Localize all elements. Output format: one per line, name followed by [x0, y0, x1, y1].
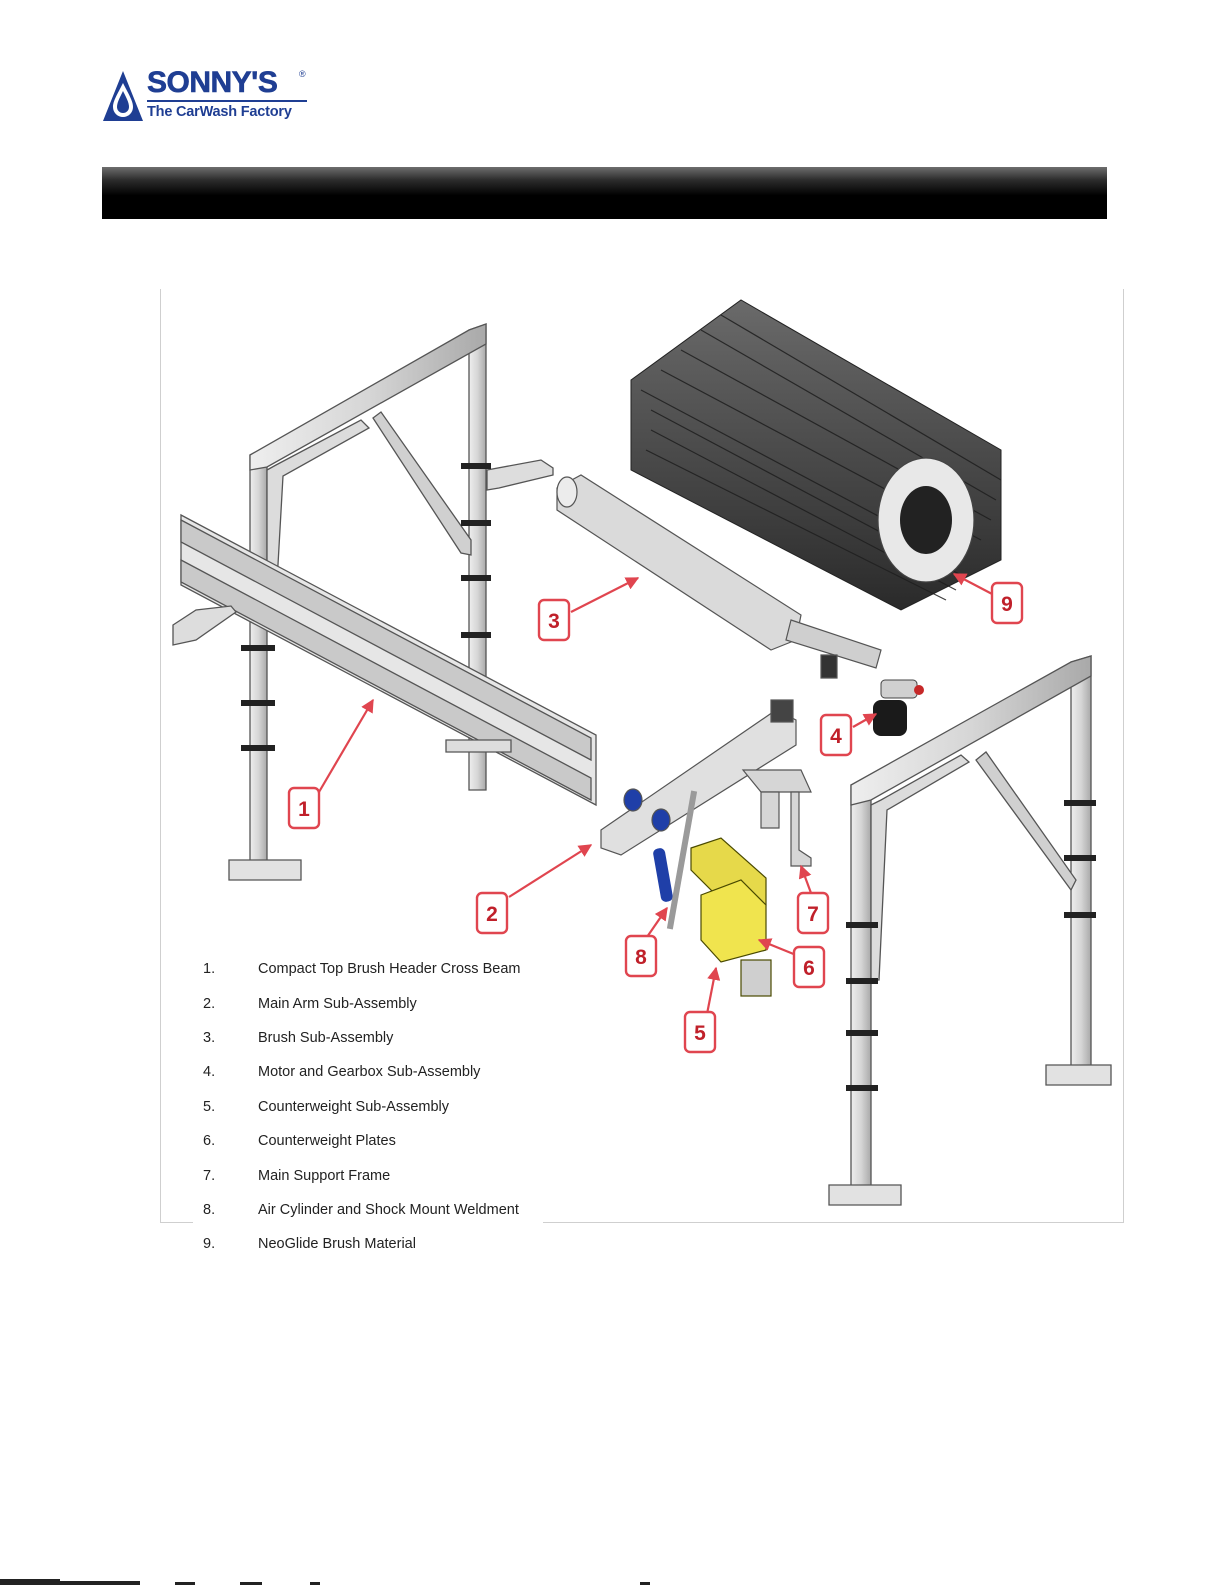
logo-rule [147, 100, 307, 102]
registered-mark: ® [299, 69, 306, 79]
legend-label: Compact Top Brush Header Cross Beam [258, 961, 521, 978]
right-support-frame [828, 655, 1112, 1206]
parts-legend: 1. Compact Top Brush Header Cross Beam 2… [193, 952, 543, 1262]
brush-core [556, 474, 882, 679]
callout-9: 9 [1001, 593, 1013, 616]
callout-6: 6 [803, 957, 815, 980]
legend-number: 1. [203, 961, 216, 978]
water-drop-logo-icon [103, 71, 143, 121]
legend-label: Motor and Gearbox Sub-Assembly [258, 1064, 481, 1081]
legend-item: 8. Air Cylinder and Shock Mount Weldment [193, 1193, 543, 1227]
section-header-bar [102, 167, 1107, 219]
callout-1: 1 [298, 798, 310, 821]
legend-number: 2. [203, 995, 216, 1012]
legend-label: Counterweight Sub-Assembly [258, 1098, 450, 1115]
callout-5: 5 [694, 1022, 706, 1045]
cropped-footer-strip [0, 1579, 650, 1585]
legend-label: Counterweight Plates [258, 1133, 396, 1150]
legend-label: Air Cylinder and Shock Mount Weldment [258, 1201, 519, 1218]
legend-number: 6. [203, 1133, 216, 1150]
callout-boxes [287, 581, 1024, 1054]
legend-item: 4. Motor and Gearbox Sub-Assembly [193, 1055, 543, 1089]
legend-item: 6. Counterweight Plates [193, 1124, 543, 1158]
legend-number: 9. [203, 1236, 216, 1253]
motor-gearbox [873, 679, 924, 736]
support-bracket [741, 769, 812, 867]
legend-number: 3. [203, 1029, 216, 1046]
legend-label: NeoGlide Brush Material [258, 1236, 416, 1253]
cross-beam [172, 513, 597, 807]
legend-number: 7. [203, 1167, 216, 1184]
brand-tagline: The CarWash Factory [147, 104, 292, 120]
legend-item: 3. Brush Sub-Assembly [193, 1021, 543, 1055]
callout-4: 4 [830, 725, 842, 748]
main-arm [600, 699, 797, 856]
assembly-drawing: 1 2 3 4 5 6 7 8 9 [172, 299, 1112, 1206]
exploded-assembly-figure: 1 2 3 4 5 6 7 8 9 [160, 289, 1124, 1223]
legend-item: 7. Main Support Frame [193, 1158, 543, 1192]
callout-2: 2 [486, 903, 498, 926]
callout-arrows [318, 573, 995, 1015]
sonnys-logo: SONNY'S ® The CarWash Factory [103, 66, 313, 125]
brand-name: SONNY'S [147, 66, 278, 100]
callout-labels: 1 2 3 4 5 6 7 8 9 [298, 593, 1013, 1045]
callout-8: 8 [635, 946, 647, 969]
brush-material [630, 299, 1002, 611]
air-cylinder [653, 790, 698, 930]
legend-item: 2. Main Arm Sub-Assembly [193, 986, 543, 1020]
counterweight [690, 837, 772, 997]
legend-number: 8. [203, 1201, 216, 1218]
legend-number: 4. [203, 1064, 216, 1081]
legend-label: Main Arm Sub-Assembly [258, 995, 417, 1012]
callout-3: 3 [548, 610, 560, 633]
legend-label: Main Support Frame [258, 1167, 391, 1184]
left-support-frame [228, 323, 554, 881]
legend-label: Brush Sub-Assembly [258, 1029, 394, 1046]
callout-7: 7 [807, 903, 819, 926]
legend-item: 1. Compact Top Brush Header Cross Beam [193, 952, 543, 986]
legend-item: 9. NeoGlide Brush Material [193, 1227, 543, 1261]
legend-number: 5. [203, 1098, 216, 1115]
legend-item: 5. Counterweight Sub-Assembly [193, 1090, 543, 1124]
